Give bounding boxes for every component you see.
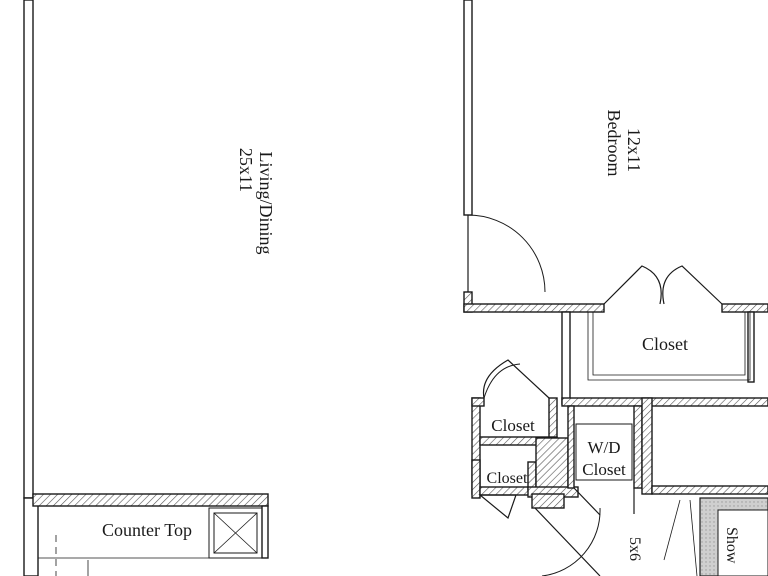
bedroom-closet — [561, 311, 768, 407]
living-room-label: Living/Dining — [256, 152, 276, 255]
living-room-size: 25x11 — [236, 148, 256, 192]
bedroom-door — [467, 214, 546, 293]
wd-label-line1: W/D — [587, 438, 620, 457]
bath-door — [531, 493, 601, 576]
wd-label-line2: Closet — [582, 460, 626, 479]
bedroom-label: Bedroom — [604, 110, 624, 177]
bedroom-south-wall — [463, 291, 768, 313]
bedroom-west-wall — [463, 0, 473, 216]
small-closet — [471, 459, 537, 520]
shower — [699, 497, 768, 576]
range-fixture — [208, 507, 263, 559]
bedroom-closet-label: Closet — [642, 334, 688, 354]
bedroom-closet-doors — [603, 265, 723, 305]
plumbing-chase — [527, 437, 579, 498]
bath-size-label: 5x6 — [626, 537, 643, 561]
bedroom-size: 12x11 — [624, 128, 644, 172]
counter-top-label: Counter Top — [102, 520, 192, 540]
small-closet-label: Closet — [487, 470, 528, 487]
living-west-wall — [23, 0, 39, 576]
hall-closet-label: Closet — [491, 416, 535, 435]
right-walls — [641, 397, 768, 576]
shower-label: Show — [723, 527, 740, 564]
counter-wall — [32, 493, 269, 559]
counter-top — [37, 506, 262, 576]
wd-closet — [567, 405, 643, 516]
